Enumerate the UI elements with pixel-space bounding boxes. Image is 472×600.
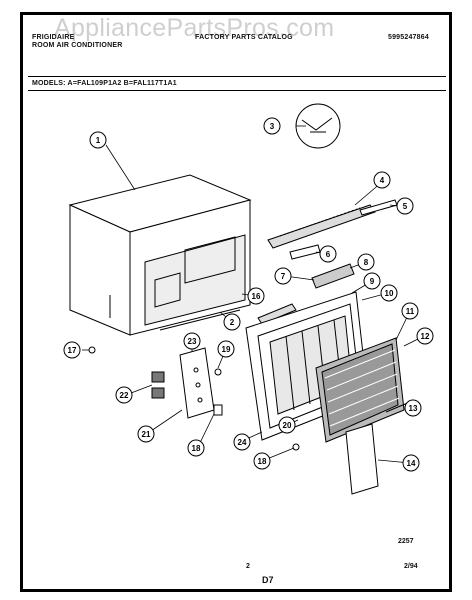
callout-17: 17 bbox=[63, 341, 81, 359]
svg-text:3: 3 bbox=[270, 122, 275, 131]
svg-text:17: 17 bbox=[68, 346, 77, 355]
svg-text:23: 23 bbox=[188, 337, 197, 346]
models-line: MODELS: A=FAL109P1A2 B=FAL117T1A1 bbox=[32, 80, 177, 87]
svg-text:9: 9 bbox=[370, 277, 375, 286]
callout-22: 22 bbox=[115, 386, 133, 404]
callout-13: 13 bbox=[404, 399, 422, 417]
callout-19: 19 bbox=[217, 340, 235, 358]
svg-text:16: 16 bbox=[252, 292, 261, 301]
svg-text:12: 12 bbox=[421, 332, 430, 341]
filter-panel bbox=[315, 337, 405, 443]
drawing-code: 2257 bbox=[398, 538, 414, 545]
svg-text:1: 1 bbox=[96, 136, 101, 145]
callout-23: 23 bbox=[183, 332, 201, 350]
callout-16: 16 bbox=[247, 287, 265, 305]
callout-4: 4 bbox=[373, 171, 391, 189]
part-4-5-rail bbox=[267, 199, 398, 249]
callout-7: 7 bbox=[274, 267, 292, 285]
svg-text:6: 6 bbox=[326, 250, 331, 259]
part-16-bar bbox=[257, 303, 297, 325]
revision-date: 2/94 bbox=[404, 563, 418, 570]
callout-12: 12 bbox=[416, 327, 434, 345]
svg-text:2: 2 bbox=[230, 318, 235, 327]
svg-text:4: 4 bbox=[380, 176, 385, 185]
svg-text:11: 11 bbox=[406, 307, 415, 316]
callout-1: 1 bbox=[89, 131, 107, 149]
svg-text:7: 7 bbox=[281, 272, 286, 281]
section-code: D7 bbox=[262, 575, 274, 585]
svg-text:8: 8 bbox=[364, 258, 369, 267]
callout-5: 5 bbox=[396, 197, 414, 215]
svg-text:18: 18 bbox=[258, 457, 267, 466]
cabinet-drawing bbox=[68, 174, 252, 336]
svg-text:24: 24 bbox=[238, 438, 247, 447]
callout-24: 24 bbox=[233, 433, 251, 451]
callout-21: 21 bbox=[137, 425, 155, 443]
svg-text:22: 22 bbox=[120, 391, 129, 400]
callout-10: 10 bbox=[380, 284, 398, 302]
part-6-clip bbox=[289, 244, 321, 260]
part-18-screw bbox=[292, 443, 300, 451]
brand: FRIGIDAIRE bbox=[32, 34, 75, 41]
page-number: 2 bbox=[246, 563, 250, 570]
header-rule bbox=[28, 76, 446, 77]
callout-2: 2 bbox=[223, 313, 241, 331]
svg-text:13: 13 bbox=[409, 404, 418, 413]
callout-labels: 1 2 3 4 5 6 7 8 9 10 11 12 13 14 16 17 1… bbox=[63, 117, 434, 472]
watermark: AppliancePartsPros.com bbox=[54, 14, 335, 42]
callout-11: 11 bbox=[401, 302, 419, 320]
part-22-knobs bbox=[151, 371, 165, 399]
svg-text:5: 5 bbox=[403, 202, 408, 211]
callout-18-panel: 18 bbox=[187, 439, 205, 457]
part-19-screw bbox=[214, 368, 222, 376]
svg-text:19: 19 bbox=[222, 345, 231, 354]
callout-8: 8 bbox=[357, 253, 375, 271]
callout-20: 20 bbox=[278, 416, 296, 434]
part-17-plug bbox=[88, 346, 96, 354]
subtitle: ROOM AIR CONDITIONER bbox=[32, 42, 123, 49]
callout-18-screw: 18 bbox=[253, 452, 271, 470]
models-rule bbox=[28, 90, 446, 91]
catalog-title: FACTORY PARTS CATALOG bbox=[195, 34, 293, 41]
svg-text:21: 21 bbox=[142, 430, 151, 439]
callout-6: 6 bbox=[319, 245, 337, 263]
callout-3: 3 bbox=[263, 117, 281, 135]
svg-text:10: 10 bbox=[385, 289, 394, 298]
part-14-door bbox=[345, 423, 379, 495]
part-18-clip bbox=[213, 404, 223, 416]
part-number: 5995247864 bbox=[388, 34, 429, 41]
callout-14: 14 bbox=[402, 454, 420, 472]
svg-text:18: 18 bbox=[192, 444, 201, 453]
part-7-roll bbox=[311, 263, 355, 289]
callout-9: 9 bbox=[363, 272, 381, 290]
svg-text:14: 14 bbox=[407, 459, 416, 468]
svg-text:20: 20 bbox=[283, 421, 292, 430]
control-panel bbox=[179, 347, 215, 419]
